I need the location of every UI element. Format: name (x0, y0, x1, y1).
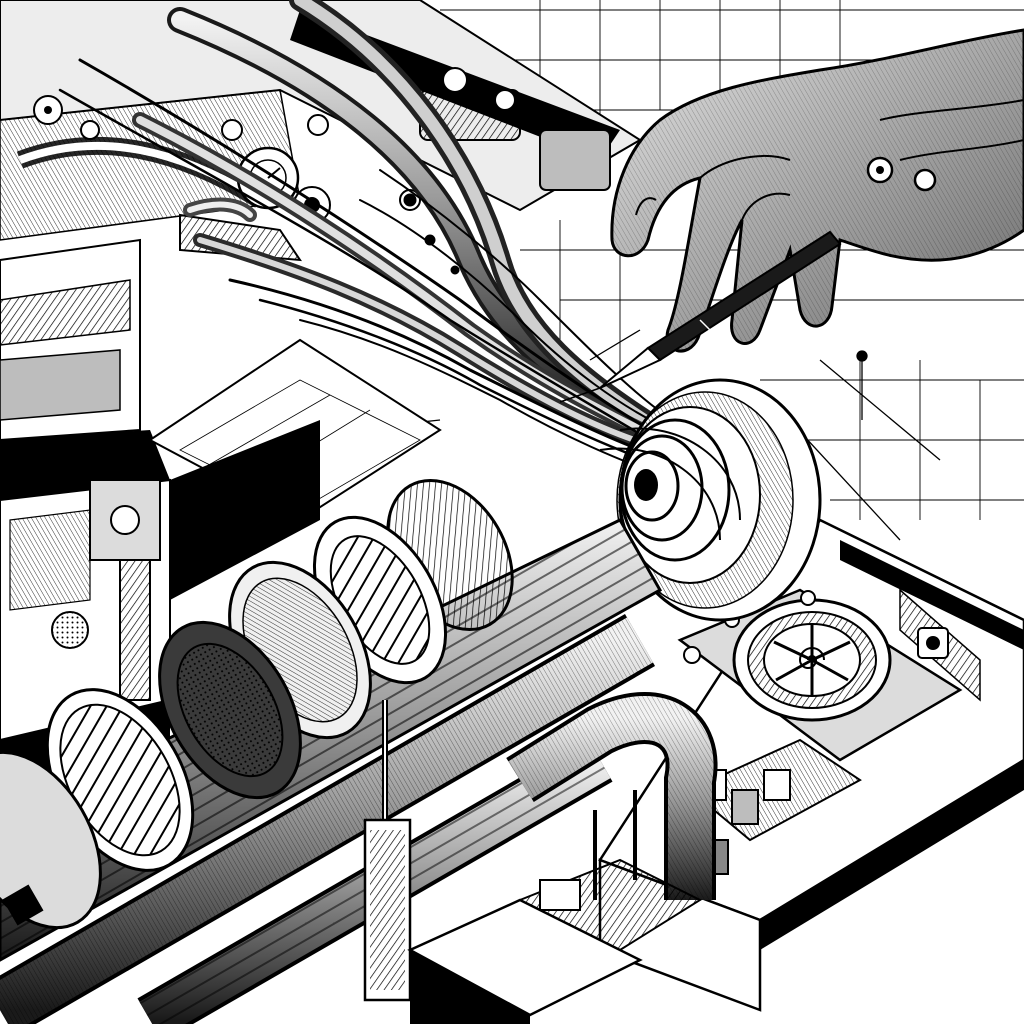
lower-compartments (407, 858, 703, 1024)
horizontal-pipe-conduit (0, 478, 663, 962)
biomechanical-tendrils (58, 0, 671, 476)
fan-icon (773, 624, 851, 696)
u-bend-pipe (506, 692, 718, 900)
drafting-hand-icon (610, 28, 1024, 353)
secondary-pipes (0, 614, 656, 1024)
turbine-fan-housing (683, 590, 892, 722)
left-machinery-compartments (0, 238, 442, 830)
pen-icon (559, 230, 842, 403)
valve-wheel-icon (51, 611, 89, 649)
vortex-coupling (599, 378, 822, 622)
